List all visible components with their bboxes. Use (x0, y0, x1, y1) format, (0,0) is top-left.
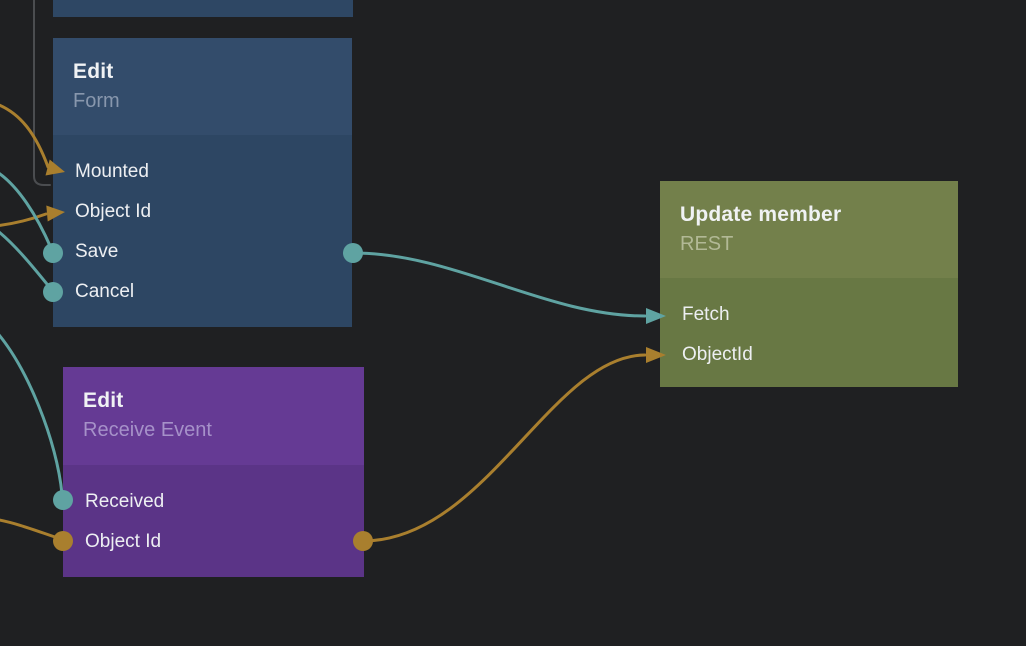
port-label: Cancel (75, 281, 135, 302)
wire-left-to-purple-object-id[interactable] (0, 518, 63, 541)
port-object-id[interactable]: Object Id (63, 522, 364, 562)
port-save[interactable]: Save (53, 232, 352, 272)
port-fetch[interactable]: Fetch (660, 295, 958, 335)
wire-top-node-to-mounted[interactable] (33, 0, 51, 186)
port-label: Save (75, 241, 119, 262)
node-subtitle: REST (680, 233, 734, 255)
wire-left-to-cancel[interactable] (0, 228, 53, 291)
node-update-member[interactable]: Update member REST Fetch ObjectId (660, 181, 958, 387)
port-label: Object Id (85, 531, 162, 552)
node-edit-form[interactable]: Edit Form Mounted Object Id Save Cancel (53, 38, 352, 327)
wire-left-to-mounted[interactable] (0, 103, 50, 169)
node-edit-receive-event-header[interactable]: Edit Receive Event (63, 367, 364, 465)
port-label: Fetch (682, 304, 730, 325)
node-subtitle: Receive Event (83, 419, 212, 441)
node-partial-top[interactable] (53, 0, 353, 17)
node-update-member-header[interactable]: Update member REST (660, 181, 958, 278)
wire-left-to-save[interactable] (0, 170, 53, 250)
node-edit-form-header[interactable]: Edit Form (53, 38, 352, 135)
node-edit-receive-event-body: Received Object Id (63, 465, 364, 577)
node-title: Edit (83, 389, 124, 412)
port-label: Mounted (75, 161, 149, 182)
wire-save-to-fetch[interactable] (351, 251, 647, 318)
port-object-id[interactable]: Object Id (53, 192, 352, 232)
port-label: Object Id (75, 201, 152, 222)
node-subtitle: Form (73, 90, 120, 112)
node-edit-receive-event[interactable]: Edit Receive Event Received Object Id (63, 367, 364, 577)
port-label: ObjectId (682, 344, 753, 365)
wire-left-to-object-id[interactable] (0, 212, 48, 227)
port-objectid[interactable]: ObjectId (660, 335, 958, 375)
node-title: Edit (73, 60, 114, 83)
port-label: Received (85, 491, 165, 512)
port-cancel[interactable]: Cancel (53, 272, 352, 312)
wire-left-to-received[interactable] (0, 329, 64, 496)
node-title: Update member (680, 203, 842, 226)
port-mounted[interactable]: Mounted (53, 152, 352, 192)
wire-object-id-to-objectid[interactable] (361, 353, 647, 543)
node-update-member-body: Fetch ObjectId (660, 278, 958, 387)
node-edit-form-body: Mounted Object Id Save Cancel (53, 135, 352, 327)
port-received[interactable]: Received (63, 482, 364, 522)
